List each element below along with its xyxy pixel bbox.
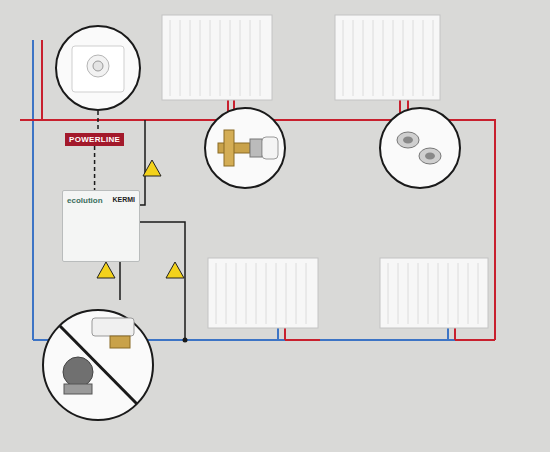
thermostat-callout — [56, 26, 140, 110]
wire-junction — [183, 338, 188, 343]
powerline-tag: POWERLINE — [65, 133, 124, 146]
radiator-fins — [170, 20, 478, 324]
node-label: POWERLINE — [69, 135, 120, 144]
powerline-signal — [97, 111, 99, 131]
fitting-callout — [380, 108, 460, 188]
radiators — [162, 15, 488, 328]
node-label: ecolution — [67, 196, 103, 205]
pump-crossed-callout — [43, 310, 153, 420]
thermostatic-valve-callout — [205, 108, 285, 188]
powerline-connector — [94, 146, 96, 190]
node-label: KERMI — [112, 196, 135, 203]
control-unit: ecolution KERMI — [62, 190, 140, 262]
